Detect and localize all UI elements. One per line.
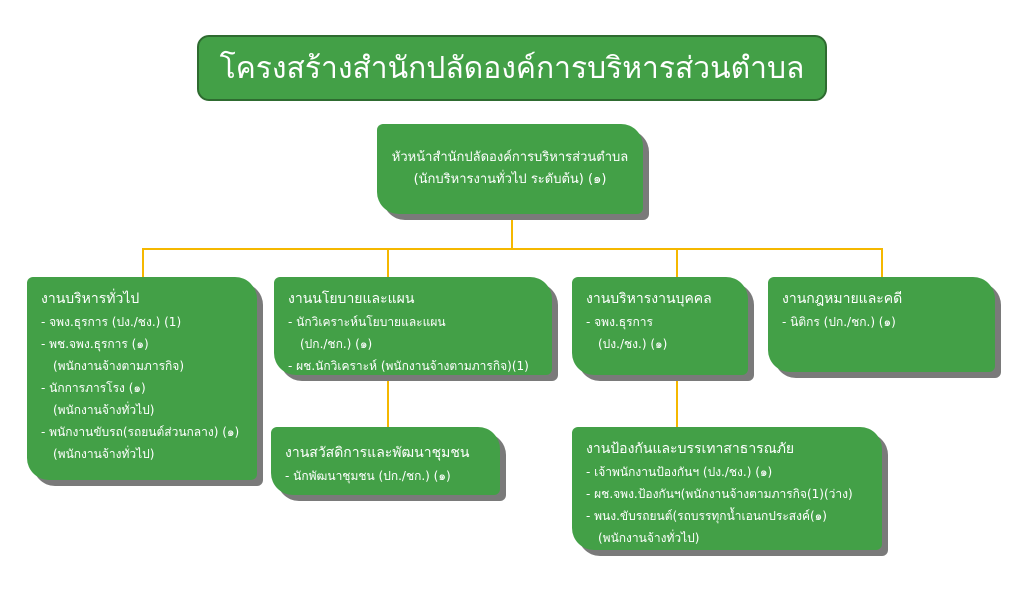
unit-title: งานป้องกันและบรรเทาสาธารณภัย — [586, 441, 795, 457]
position-item: - พนง.ขับรถยนต์(รถบรรทุกน้ำเอนกประสงค์(๑… — [586, 509, 827, 523]
position-item: - นิติกร (ปก./ชก.) (๑) — [782, 315, 896, 329]
connector — [387, 248, 389, 277]
position-item: - ผช.นักวิเคราะห์ (พนักงานจ้างตามภารกิจ)… — [288, 359, 529, 373]
connector — [142, 248, 144, 277]
unit-title: งานสวัสดิการและพัฒนาชุมชน — [285, 445, 470, 461]
position-item: - นักการภารโรง (๑) — [41, 381, 146, 395]
connector — [511, 215, 513, 249]
unit-box: งานป้องกันและบรรเทาสาธารณภัย - เจ้าพนักงา… — [572, 427, 882, 550]
position-note: (พนักงานจ้างทั่วไป) — [598, 531, 700, 545]
page-title: โครงสร้างสำนักปลัดองค์การบริหารส่วนตำบล — [197, 35, 827, 101]
unit-box: งานนโยบายและแผน - นักวิเคราะห์นโยบายและแผ… — [274, 277, 552, 375]
unit-box: งานสวัสดิการและพัฒนาชุมชน - นักพัฒนาชุมชน… — [271, 427, 500, 495]
head-title: หัวหน้าสำนักปลัดองค์การบริหารส่วนตำบล — [391, 150, 629, 165]
position-note: (พนักงานจ้างทั่วไป) — [53, 403, 155, 417]
connector — [881, 248, 883, 277]
head-subtitle: (นักบริหารงานทั่วไป ระดับต้น) (๑) — [413, 172, 607, 187]
unit-title: งานบริหารทั่วไป — [41, 291, 140, 307]
connector — [387, 380, 389, 427]
position-item: - นักพัฒนาชุมชน (ปก./ชก.) (๑) — [285, 469, 451, 483]
position-item: - ผช.จพง.ป้องกันฯ(พนักงานจ้างตามภารกิจ(1… — [586, 487, 853, 501]
unit-title: งานบริหารงานบุคคล — [586, 291, 712, 307]
position-note: (ปง./ชง.) (๑) — [598, 337, 668, 351]
connector — [676, 248, 678, 277]
position-item: - นักวิเคราะห์นโยบายและแผน — [288, 315, 446, 329]
position-note: (ปก./ชก.) (๑) — [300, 337, 373, 351]
connector — [142, 248, 883, 250]
position-item: - พช.จพง.ธุรการ (๑) — [41, 337, 149, 351]
position-item: - จพง.ธุรการ — [586, 315, 653, 329]
unit-title: งานนโยบายและแผน — [288, 291, 415, 307]
position-note: (พนักงานจ้างตามภารกิจ) — [53, 359, 185, 373]
unit-title: งานกฎหมายและคดี — [782, 291, 903, 307]
head-box: หัวหน้าสำนักปลัดองค์การบริหารส่วนตำบล (น… — [377, 124, 643, 214]
position-item: - พนักงานขับรถ(รถยนต์ส่วนกลาง) (๑) — [41, 425, 240, 439]
unit-box: งานบริหารทั่วไป - จพง.ธุรการ (ปง./ชง.) (1… — [27, 277, 257, 480]
position-item: - จพง.ธุรการ (ปง./ชง.) (1) — [41, 315, 182, 329]
position-item: - เจ้าพนักงานป้องกันฯ (ปง./ชง.) (๑) — [586, 465, 773, 479]
connector — [676, 380, 678, 427]
unit-box: งานกฎหมายและคดี - นิติกร (ปก./ชก.) (๑) — [768, 277, 995, 372]
position-note: (พนักงานจ้างทั่วไป) — [53, 447, 155, 461]
unit-box: งานบริหารงานบุคคล - จพง.ธุรการ (ปง./ชง.) (… — [572, 277, 748, 375]
